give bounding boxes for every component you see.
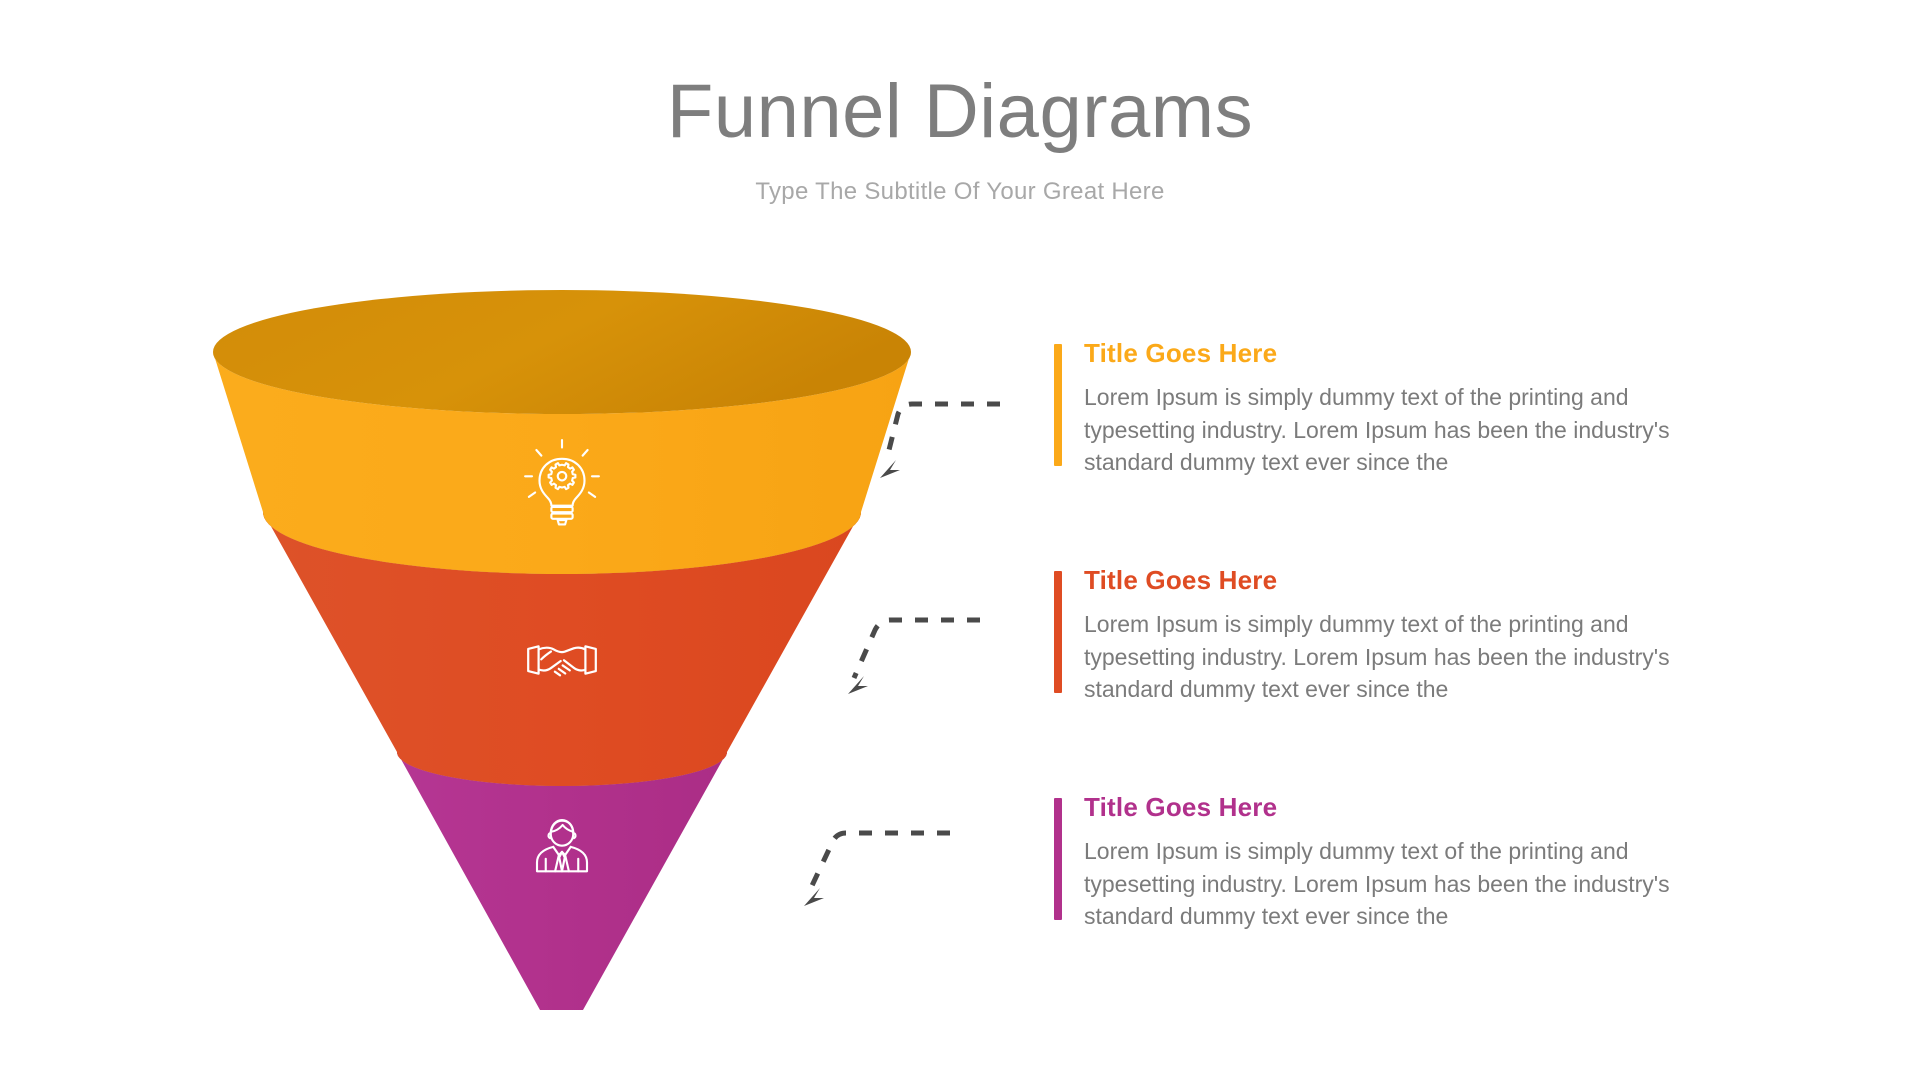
connector-arrow-1-line [883, 401, 1000, 463]
content-column: Title Goes Here Lorem Ipsum is simply du… [1054, 338, 1754, 933]
page-subtitle: Type The Subtitle Of Your Great Here [755, 177, 1165, 205]
block-body-3: Lorem Ipsum is simply dummy text of the … [1084, 837, 1670, 930]
slide-header: Funnel Diagrams Type The Subtitle Of You… [0, 0, 1920, 206]
accent-bar-3 [1054, 797, 1062, 920]
connector-arrow-2-head [848, 676, 868, 694]
block-title-3: Title Goes Here [1084, 791, 1278, 822]
funnel-top-opening [213, 290, 911, 414]
block-body-1: Lorem Ipsum is simply dummy text of the … [1084, 384, 1670, 476]
funnel-connectors [640, 290, 1060, 1020]
block-title-1: Title Goes Here [1084, 338, 1278, 368]
block-title-2: Title Goes Here [1084, 564, 1278, 595]
connector-arrow-2-line [851, 617, 980, 680]
accent-bar-1 [1054, 344, 1062, 466]
content-block-1[interactable]: Title Goes Here Lorem Ipsum is simply du… [1054, 338, 1754, 479]
content-block-2[interactable]: Title Goes Here Lorem Ipsum is simply du… [1054, 565, 1754, 706]
funnel-segment-3-body [397, 752, 727, 1010]
connector-arrow-3-head [804, 888, 824, 906]
connector-arrow-1-head [880, 460, 900, 478]
funnel-diagram [200, 290, 940, 1020]
content-block-3[interactable]: Title Goes Here Lorem Ipsum is simply du… [1054, 792, 1754, 933]
connector-arrow-3-line [807, 830, 950, 892]
page-title: Funnel Diagrams [666, 69, 1254, 154]
block-body-2: Lorem Ipsum is simply dummy text of the … [1084, 610, 1670, 703]
accent-bar-2 [1054, 570, 1062, 693]
